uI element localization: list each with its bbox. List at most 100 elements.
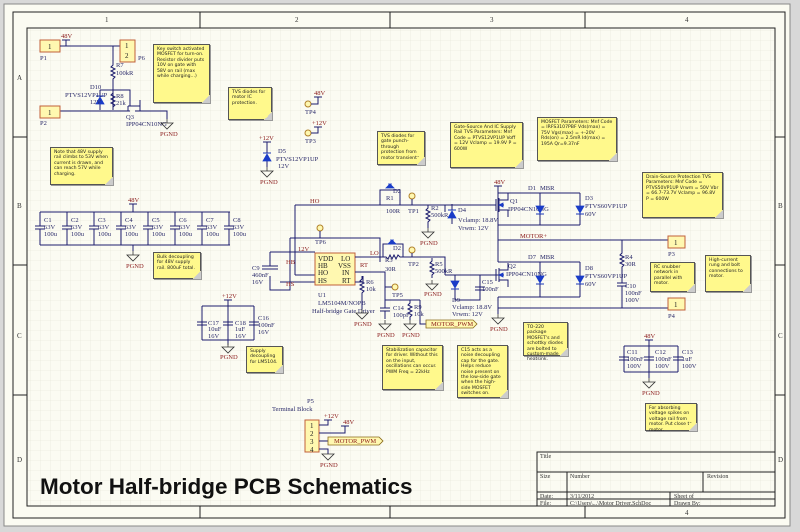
power-label: PGND bbox=[490, 326, 508, 333]
designator: D2 bbox=[393, 245, 401, 252]
component-value: 63V bbox=[152, 224, 164, 231]
component-value: 100pF bbox=[393, 312, 410, 319]
net-label-lo: LO bbox=[370, 250, 379, 257]
terminal-block[interactable] bbox=[304, 419, 320, 453]
component-value: PTVS60VP1UP bbox=[585, 203, 628, 210]
component-value: IPP04CN10NG bbox=[126, 121, 167, 128]
designator: C3 bbox=[98, 217, 106, 224]
component-value: 12V bbox=[278, 163, 290, 170]
component-value: 100V bbox=[682, 363, 697, 370]
note-tvs-gate: TVS diodes for gate punch-through protec… bbox=[377, 131, 425, 165]
component-value: 1uF bbox=[235, 326, 246, 333]
designator: C1 bbox=[44, 217, 52, 224]
date-field-label: Date: bbox=[540, 494, 553, 500]
component-value: 10k bbox=[366, 286, 377, 293]
column-label: 4 bbox=[685, 509, 689, 517]
net-label: HB bbox=[286, 259, 296, 266]
designator: C9 bbox=[252, 265, 260, 272]
designator: D9 bbox=[452, 297, 460, 304]
designator: TP6 bbox=[315, 239, 327, 246]
designator: R4 bbox=[625, 254, 633, 261]
component-value: 16V bbox=[258, 329, 270, 336]
component-value: PTVS12VP1UP bbox=[276, 156, 319, 163]
power-label: 48V bbox=[128, 197, 140, 204]
note-mosfet-parameters: MOSFET Parameters: Mnf Code = IRFS3107PB… bbox=[537, 117, 617, 161]
designator: C18 bbox=[235, 320, 246, 327]
component-value: 63V bbox=[179, 224, 191, 231]
component-value: IPP04CN10NG bbox=[508, 206, 549, 213]
component-value: 100u bbox=[98, 231, 112, 238]
component-value: 100nF bbox=[625, 290, 642, 297]
designator: P1 bbox=[40, 55, 47, 62]
designator: C4 bbox=[125, 217, 133, 224]
connector-p2[interactable] bbox=[39, 105, 61, 119]
power-label: 48V bbox=[343, 419, 355, 426]
row-label: C bbox=[17, 332, 22, 340]
sheet-field-label: Sheet of bbox=[674, 493, 694, 500]
note-48v-rail: Note that 48V supply rail climbs to 53V … bbox=[50, 147, 113, 185]
designator: R3 bbox=[385, 257, 393, 264]
gate-driver-ic-u1[interactable] bbox=[314, 252, 356, 286]
note-tvs-ic: TVS diodes for motor IC protection. bbox=[228, 87, 272, 120]
pin-label: 4 bbox=[310, 446, 314, 454]
component-value: 10k bbox=[414, 311, 425, 318]
number-field-label: Number bbox=[570, 474, 590, 480]
power-label: PGND bbox=[642, 390, 660, 397]
designator: C8 bbox=[233, 217, 241, 224]
component-value: 100u bbox=[71, 231, 85, 238]
component-value: Vclamp: 18.8V bbox=[458, 217, 498, 224]
net-label: MOTOR_PWM bbox=[334, 438, 376, 445]
power-label: 12V bbox=[298, 246, 310, 253]
designator: C2 bbox=[71, 217, 79, 224]
component-value: 100R bbox=[386, 208, 401, 215]
component-value: 100u bbox=[233, 231, 247, 238]
designator: D5 bbox=[278, 148, 286, 155]
component-value: Vrwm: 12V bbox=[452, 311, 483, 318]
pin-label: 1 bbox=[48, 43, 52, 51]
designator: C14 bbox=[393, 305, 405, 312]
designator: P4 bbox=[668, 313, 676, 320]
pin-label: HO bbox=[318, 269, 328, 277]
file-field-label: File: bbox=[540, 501, 551, 507]
pin-label: HS bbox=[318, 277, 327, 285]
component-value: 100V bbox=[627, 363, 642, 370]
component-value: 16V bbox=[208, 333, 220, 340]
row-label: D bbox=[778, 456, 783, 464]
designator: TP1 bbox=[408, 208, 419, 215]
column-label: 2 bbox=[295, 16, 299, 24]
row-label: C bbox=[778, 332, 783, 340]
designator: D3 bbox=[585, 195, 593, 202]
pin-label: 1 bbox=[674, 239, 678, 247]
power-label: PGND bbox=[377, 332, 395, 339]
designator: Q2 bbox=[508, 263, 516, 270]
net-port-motor-pwm[interactable] bbox=[425, 319, 478, 329]
pin-label: 2 bbox=[125, 52, 129, 60]
net-label: MOTOR_PWM bbox=[431, 321, 473, 328]
connector-p3[interactable] bbox=[667, 235, 686, 249]
48v-decoupling-caps: 48V C11 100nF 100V C12 100nF 100V C13 1u… bbox=[619, 333, 697, 397]
net-port-motor-pwm[interactable] bbox=[327, 436, 384, 446]
high-side-mosfet-stage: D2 R1 100R TP1 R2 500kR PGND D4 Vclamp: … bbox=[379, 179, 686, 258]
connector-p4[interactable] bbox=[667, 297, 686, 311]
row-label: A bbox=[17, 74, 22, 82]
designator: D8 bbox=[585, 265, 593, 272]
row-label: B bbox=[778, 202, 783, 210]
designator: C13 bbox=[682, 349, 693, 356]
pin-label: 1 bbox=[674, 301, 678, 309]
designator: R5 bbox=[435, 261, 443, 268]
component-value: 460nF bbox=[252, 272, 269, 279]
designator: TP3 bbox=[305, 138, 316, 145]
designator: C12 bbox=[655, 349, 666, 356]
power-label: 48V bbox=[494, 179, 506, 186]
component-value: 21k bbox=[116, 100, 127, 107]
designator: P6 bbox=[138, 55, 146, 62]
component-value: 1uF bbox=[682, 356, 693, 363]
connector-p6[interactable] bbox=[119, 39, 136, 63]
net-label-motor-plus: MOTOR+ bbox=[520, 233, 547, 240]
note-gate-source-tvs: Gate-Source And IC Supply Rail TVS Param… bbox=[450, 122, 523, 168]
designator: R8 bbox=[116, 93, 124, 100]
component-value: 100nF bbox=[482, 286, 499, 293]
